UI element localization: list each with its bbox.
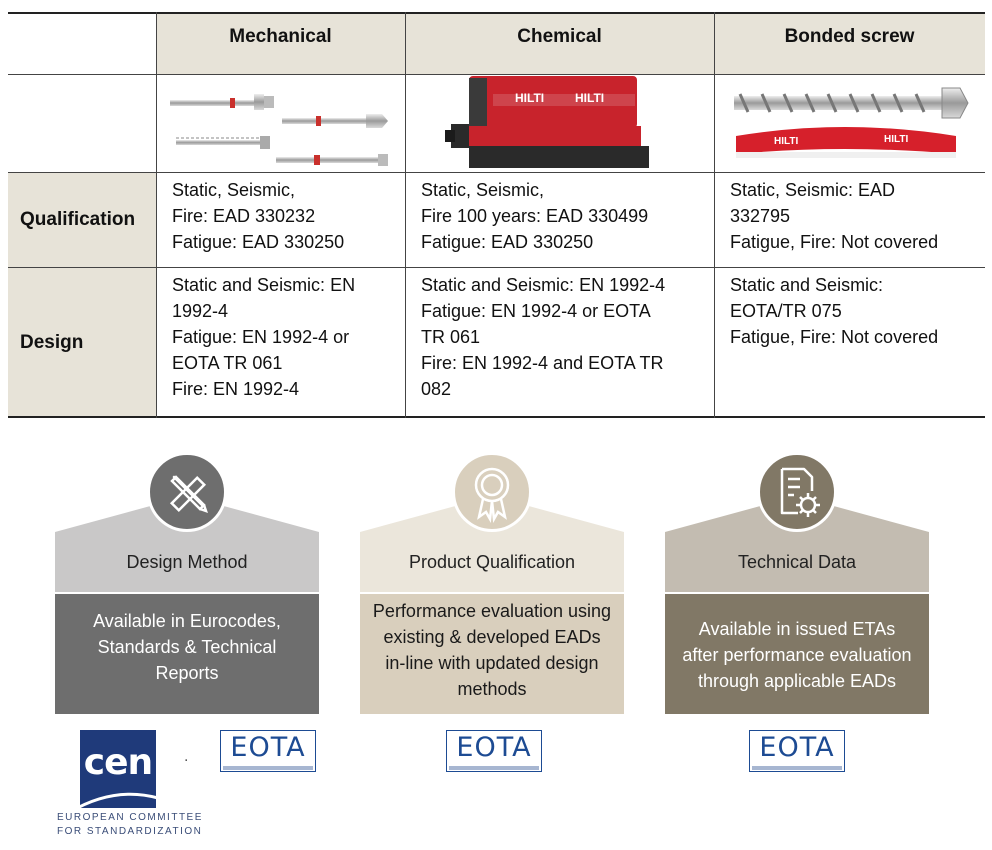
column-divider (156, 12, 157, 418)
text-line: Available in issued ETAs (698, 619, 896, 639)
text-line: Fatigue, Fire: Not covered (730, 232, 939, 252)
pillar-description: Performance evaluation using existing & … (360, 594, 624, 714)
table-top-border (8, 12, 985, 14)
text-line: Available in Eurocodes, (93, 611, 281, 631)
pillar-description: Available in issued ETAs after performan… (665, 594, 929, 714)
text-line: Static, Seismic: EAD (730, 180, 896, 200)
cen-logo: cen (69, 730, 159, 814)
eota-subtitle-strip (223, 766, 313, 770)
row-header-qualification: Qualification (8, 172, 156, 267)
logo-separator: . (184, 748, 189, 765)
screw-pack-brand-left: HILTI (774, 136, 798, 147)
row-divider (8, 267, 985, 268)
text-line: Fatigue, Fire: Not covered (730, 327, 939, 347)
pillar-description: Available in Eurocodes, Standards & Tech… (55, 594, 319, 714)
qualification-bonded-screw: Static, Seismic: EAD 332795 Fatigue, Fir… (714, 172, 985, 267)
eota-logo: EOTA (220, 730, 316, 772)
header-mechanical-label: Mechanical (229, 26, 332, 47)
column-divider (405, 12, 406, 418)
text-line: Fire 100 years: EAD 330499 (421, 206, 649, 226)
roof-shape (55, 496, 319, 592)
text-line: Standards & Technical (97, 637, 277, 657)
text-line: Fatigue: EN 1992-4 or EOTA (421, 301, 651, 321)
header-mechanical: Mechanical (156, 12, 405, 74)
design-chemical: Static and Seismic: EN 1992-4 Fatigue: E… (405, 267, 714, 418)
text-line: 332795 (730, 206, 791, 226)
chemical-cartridge-image: HILTI HILTI (405, 74, 714, 172)
column-divider (714, 12, 715, 418)
header-bonded-screw: Bonded screw (714, 12, 985, 74)
text-line: EOTA TR 061 (172, 353, 283, 373)
text-line: Fatigue: EAD 330250 (421, 232, 594, 252)
screw-pack-brand-right: HILTI (884, 134, 908, 145)
text-line: Fatigue: EN 1992-4 or (172, 327, 350, 347)
eota-mark: EOTA (230, 732, 306, 763)
design-bonded-screw: Static and Seismic: EOTA/TR 075 Fatigue,… (714, 267, 985, 418)
cen-swoosh (69, 792, 159, 814)
text-line: Performance evaluation using (372, 601, 612, 621)
table-bottom-border (8, 416, 985, 418)
eota-mark: EOTA (759, 732, 835, 763)
design-mechanical: Static and Seismic: EN 1992-4 Fatigue: E… (156, 267, 405, 418)
header-chemical: Chemical (405, 12, 714, 74)
comparison-table: Mechanical Chemical Bonded screw (8, 12, 985, 418)
roof-shape (360, 496, 624, 592)
text-line: EOTA/TR 075 (730, 301, 842, 321)
badge (147, 452, 227, 532)
cen-name-line-1: EUROPEAN COMMITTEE (57, 812, 203, 823)
award-ribbon-icon (474, 467, 510, 523)
qualification-label: Qualification (20, 208, 136, 230)
text-line: 082 (421, 379, 452, 399)
text-line: TR 061 (421, 327, 481, 347)
text-line: after performance evaluation (682, 645, 912, 665)
injection-cartridge-illustration: HILTI HILTI (445, 76, 649, 168)
cen-mark: cen (83, 742, 153, 783)
document-gear-icon (780, 467, 820, 517)
eota-logo: EOTA (749, 730, 845, 772)
eota-mark: EOTA (456, 732, 532, 763)
header-bonded-screw-label: Bonded screw (784, 26, 915, 47)
qualification-chemical: Static, Seismic, Fire 100 years: EAD 330… (405, 172, 714, 267)
mechanical-anchors-image (156, 74, 405, 172)
text-line: Static and Seismic: (730, 275, 884, 295)
text-line: existing & developed EADs (383, 627, 601, 647)
header-chemical-label: Chemical (517, 26, 602, 47)
text-line: Fire: EAD 330232 (172, 206, 316, 226)
pillar-title: Design Method (126, 552, 248, 572)
text-line: Static and Seismic: EN (172, 275, 356, 295)
bonded-screw-image: HILTI HILTI (714, 74, 985, 172)
eota-subtitle-strip (752, 766, 842, 770)
bonded-screw-illustration: HILTI HILTI (734, 87, 969, 158)
text-line: through applicable EADs (697, 671, 897, 691)
cen-name-line-2: FOR STANDARDIZATION (57, 826, 203, 837)
text-line: Static, Seismic, (421, 180, 545, 200)
text-line: Static and Seismic: EN 1992-4 (421, 275, 666, 295)
text-line: Fire: EN 1992-4 and EOTA TR (421, 353, 664, 373)
pillar-title: Technical Data (737, 552, 857, 572)
row-header-design: Design (8, 267, 156, 418)
text-line: 1992-4 (172, 301, 229, 321)
text-line: Fire: EN 1992-4 (172, 379, 300, 399)
table-corner-cell (8, 12, 156, 74)
pencil-ruler-icon (169, 475, 208, 513)
text-line: methods (457, 679, 527, 699)
text-line: Static, Seismic, (172, 180, 296, 200)
text-line: Fatigue: EAD 330250 (172, 232, 345, 252)
anchor-bolts-illustration (170, 94, 388, 166)
roof-shape (665, 496, 929, 592)
eota-subtitle-strip (449, 766, 539, 770)
cartridge-brand-left: HILTI (515, 91, 544, 105)
badge (757, 452, 837, 532)
text-line: in-line with updated design (385, 653, 599, 673)
badge (452, 452, 532, 532)
row-divider (8, 74, 985, 75)
text-line: Reports (155, 663, 219, 683)
eota-logo: EOTA (446, 730, 542, 772)
cartridge-brand-right: HILTI (575, 91, 604, 105)
qualification-mechanical: Static, Seismic, Fire: EAD 330232 Fatigu… (156, 172, 405, 267)
row-divider (8, 172, 985, 173)
design-label: Design (20, 331, 84, 353)
pillar-title: Product Qualification (408, 552, 576, 572)
